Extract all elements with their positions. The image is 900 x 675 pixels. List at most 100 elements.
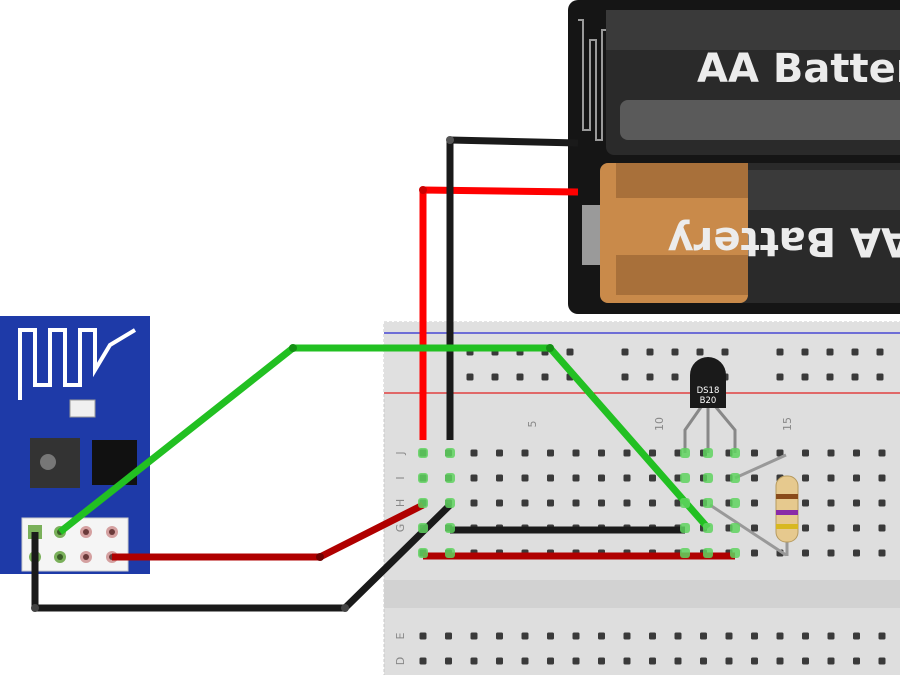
rail-hole (876, 373, 884, 381)
breadboard-hole (802, 499, 809, 507)
spring-contact-icon (578, 19, 606, 141)
breadboard-hole (419, 632, 427, 640)
breadboard-hole (827, 632, 835, 640)
breadboard-hole (802, 449, 809, 457)
breadboard-hole (751, 632, 758, 640)
breadboard-hole (623, 449, 631, 457)
connected-hole (418, 523, 428, 533)
connected-hole (730, 498, 740, 508)
resistor (734, 453, 799, 556)
breadboard-hole (470, 499, 478, 507)
connected-hole (730, 473, 740, 483)
breadboard-hole (878, 657, 886, 665)
breadboard-hole (878, 449, 886, 457)
breadboard-hole (547, 449, 554, 457)
connected-hole (730, 548, 740, 558)
connected-hole (703, 523, 713, 533)
breadboard-hole (878, 549, 886, 557)
breadboard-hole (598, 499, 605, 507)
connected-hole (703, 498, 713, 508)
breadboard: J I H G E D 5 10 15 (383, 321, 900, 675)
rail-hole (646, 373, 654, 381)
breadboard-hole (445, 632, 452, 640)
breadboard-hole (623, 657, 631, 665)
rail-hole (876, 348, 884, 356)
antenna-trace-icon (18, 328, 137, 400)
breadboard-hole (649, 657, 656, 665)
connected-hole (680, 498, 690, 508)
breadboard-hole (751, 449, 758, 457)
breadboard-hole (853, 657, 860, 665)
breadboard-hole (572, 632, 580, 640)
connected-holes (418, 448, 740, 558)
breadboard-hole (878, 632, 886, 640)
rail-hole (646, 348, 654, 356)
esp8266-module (0, 316, 150, 574)
connected-hole (703, 473, 713, 483)
connected-hole (730, 448, 740, 458)
ds18b20-sensor: DS18 B20 (683, 357, 737, 453)
breadboard-hole (470, 474, 478, 482)
column-number-15: 15 (781, 417, 794, 431)
breadboard-hole (802, 474, 809, 482)
row-letter-d: D (394, 657, 407, 665)
breadboard-hole (470, 449, 478, 457)
breadboard-hole (598, 632, 605, 640)
bottom-terminal-holes (419, 632, 886, 665)
rail-hole (621, 373, 629, 381)
connected-hole (445, 473, 455, 483)
rail-hole (776, 373, 784, 381)
breadboard-hole (674, 474, 682, 482)
breadboard-hole (674, 499, 682, 507)
breadboard-hole (572, 474, 580, 482)
rail-hole (696, 348, 704, 356)
breadboard-hole (598, 657, 605, 665)
breadboard-hole (827, 549, 835, 557)
breadboard-hole (470, 632, 478, 640)
breadboard-hole (521, 632, 529, 640)
battery-label-bottom: AA Battery (668, 218, 900, 264)
breadboard-hole (853, 449, 860, 457)
breadboard-hole (445, 657, 452, 665)
connected-hole (418, 448, 428, 458)
breadboard-hole (547, 657, 554, 665)
wires (31, 136, 787, 612)
breadboard-hole (751, 657, 758, 665)
wire-pullup (709, 503, 787, 557)
battery-terminal-icon (582, 205, 600, 265)
rail-hole (491, 373, 499, 381)
breadboard-hole (623, 499, 631, 507)
connected-hole (445, 523, 455, 533)
breadboard-hole (751, 499, 758, 507)
rail-hole (721, 348, 729, 356)
breadboard-hole (598, 474, 605, 482)
connected-hole (680, 548, 690, 558)
breadboard-hole (802, 657, 809, 665)
rail-hole (566, 348, 574, 356)
connected-hole (680, 523, 690, 533)
breadboard-hole (496, 632, 503, 640)
breadboard-hole (776, 449, 784, 457)
rail-hole (516, 373, 524, 381)
rail-hole (671, 348, 679, 356)
breadboard-hole (827, 524, 835, 532)
rail-hole (801, 373, 809, 381)
breadboard-hole (572, 449, 580, 457)
breadboard-hole (725, 657, 733, 665)
aa-battery-holder: AA Battery AA Battery (568, 0, 900, 314)
breadboard-hole (521, 474, 529, 482)
sensor-label-line2: B20 (700, 396, 717, 406)
breadboard-hole (419, 657, 427, 665)
row-letter-e: E (394, 632, 407, 639)
row-letter-j: J (394, 451, 407, 455)
breadboard-hole (496, 657, 503, 665)
rail-hole (671, 373, 679, 381)
rail-hole (621, 348, 629, 356)
breadboard-hole (827, 449, 835, 457)
resistor-body (775, 475, 799, 543)
breadboard-hole (547, 632, 554, 640)
breadboard-hole (853, 474, 860, 482)
breadboard-hole (802, 632, 809, 640)
breadboard-hole (853, 524, 860, 532)
